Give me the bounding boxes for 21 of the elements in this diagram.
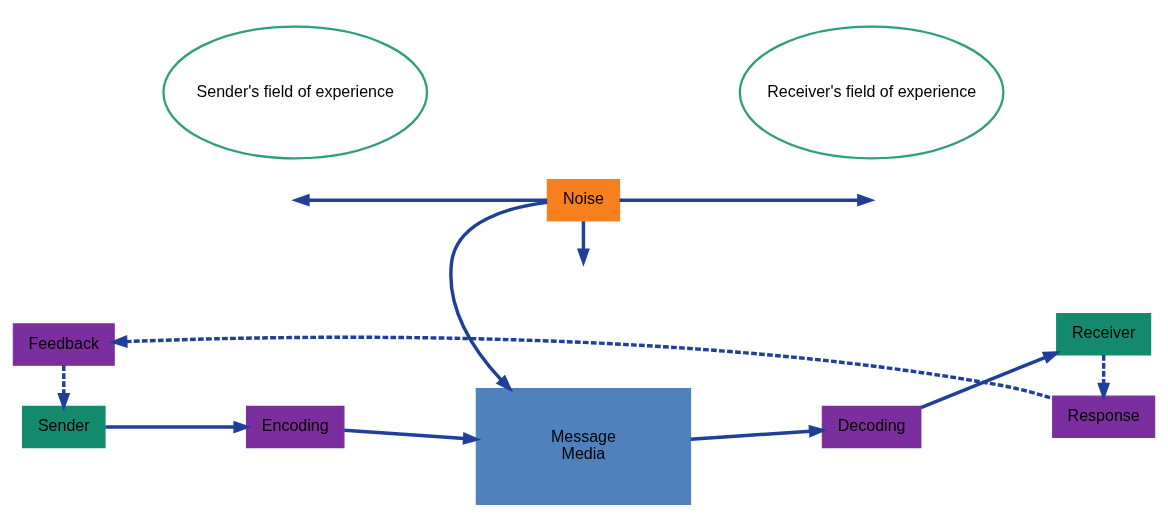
arrow	[577, 221, 590, 267]
arrow	[920, 350, 1062, 410]
arrow	[57, 365, 71, 412]
node-box: Encoding	[245, 405, 345, 449]
node-box: Sender	[21, 405, 106, 449]
node-box: Receiver	[1056, 313, 1152, 356]
node-box: Feedback	[12, 323, 115, 366]
node-ellipse: Receiver's field of experience	[738, 25, 1005, 160]
arrow	[344, 428, 482, 445]
arrow	[291, 193, 548, 207]
arrow	[109, 335, 1053, 401]
node-box: Decoding	[821, 405, 922, 449]
node-box: Response	[1052, 395, 1156, 438]
node-box: Message Media	[475, 388, 692, 505]
arrow	[105, 420, 252, 434]
arrow	[449, 200, 548, 393]
node-ellipse: Sender's field of experience	[162, 25, 429, 160]
arrow	[619, 193, 876, 207]
arrow	[1097, 354, 1111, 401]
node-box: Noise	[546, 179, 621, 222]
arrow	[690, 424, 828, 442]
